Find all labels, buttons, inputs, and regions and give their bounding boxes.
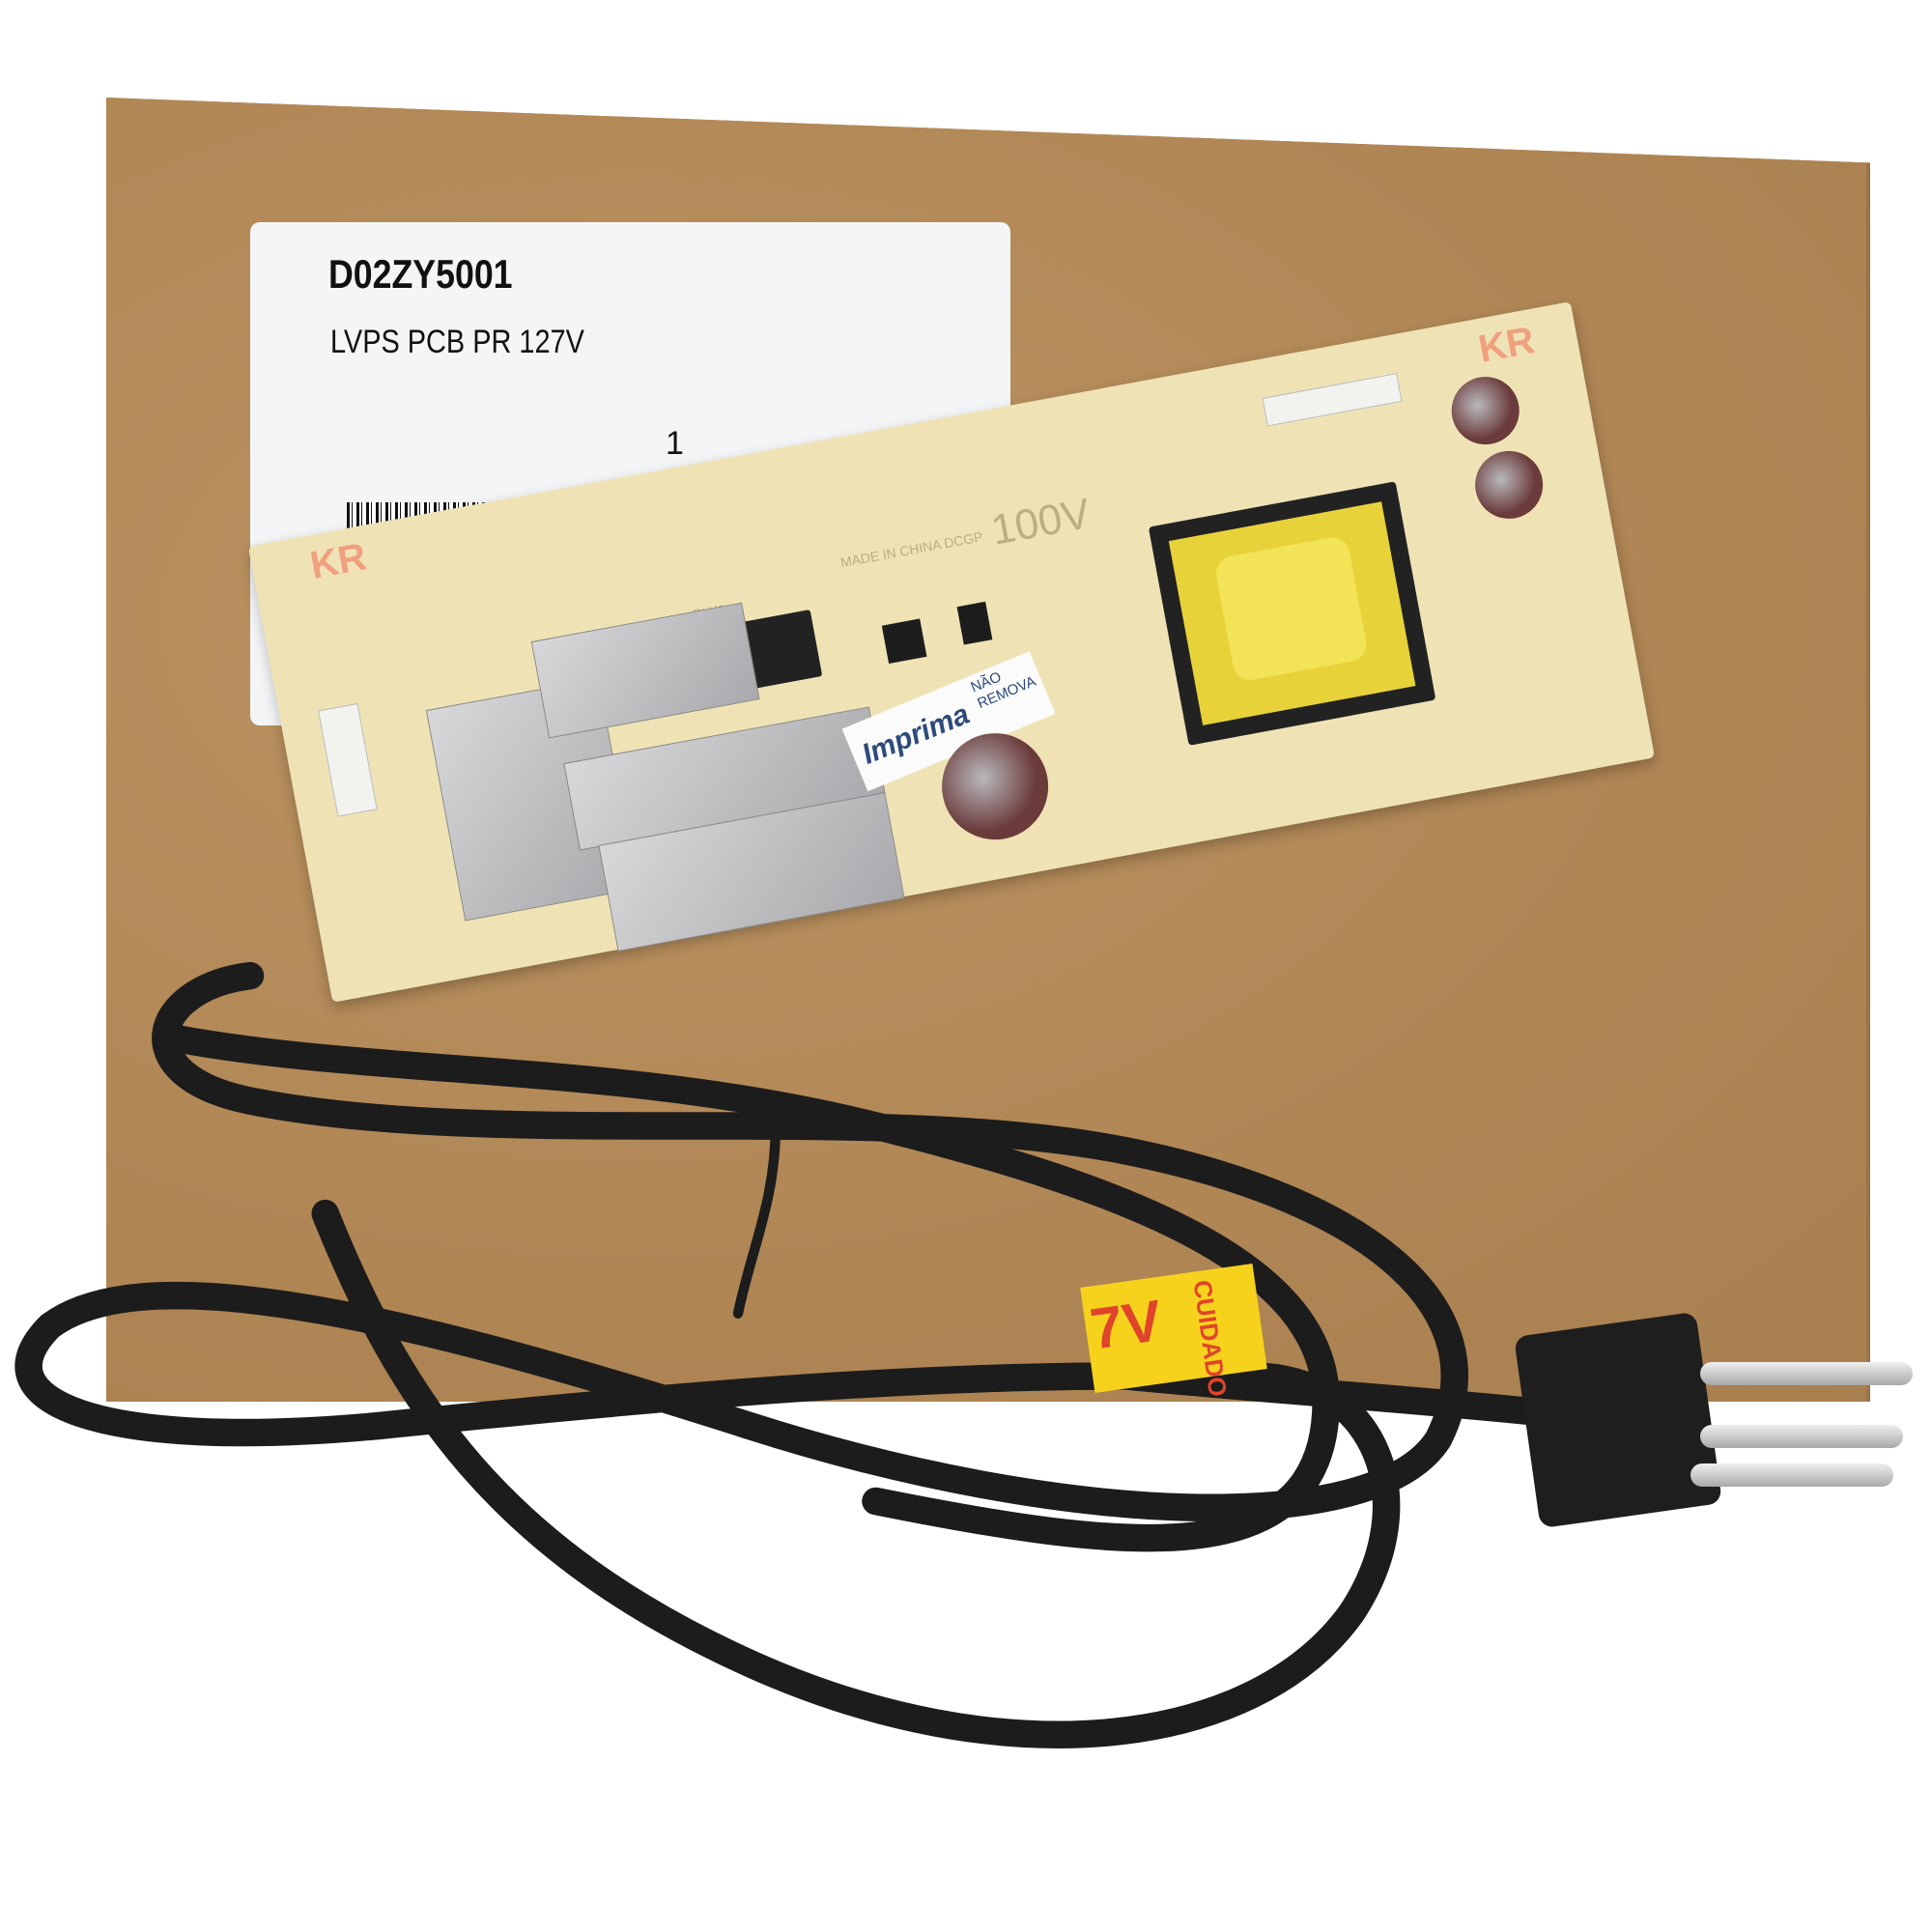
tag-voltage: 7V <box>1086 1288 1166 1362</box>
plug-pin <box>1700 1362 1913 1385</box>
part-description: LVPS PCB PR 127V <box>330 324 584 360</box>
part-number: D02ZY5001 <box>328 251 513 297</box>
plug-pin <box>1690 1463 1893 1487</box>
plug-pin <box>1700 1425 1903 1448</box>
quantity: 1 <box>666 425 684 462</box>
power-plug <box>1514 1311 1722 1529</box>
